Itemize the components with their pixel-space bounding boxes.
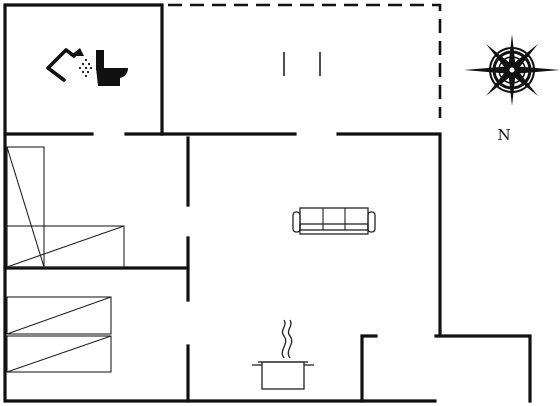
terrace-outline	[168, 3, 442, 118]
interior-walls	[3, 132, 378, 403]
compass-rose-icon	[464, 34, 560, 106]
outer-walls	[3, 3, 532, 403]
bunk-bed-upper	[6, 146, 125, 268]
sofa-icon	[292, 207, 376, 235]
toilet-icon	[96, 50, 128, 86]
beds-lower	[6, 296, 112, 373]
north-label: N	[497, 126, 510, 144]
cooking-pot-icon	[252, 319, 314, 390]
shower-icon	[46, 48, 93, 82]
